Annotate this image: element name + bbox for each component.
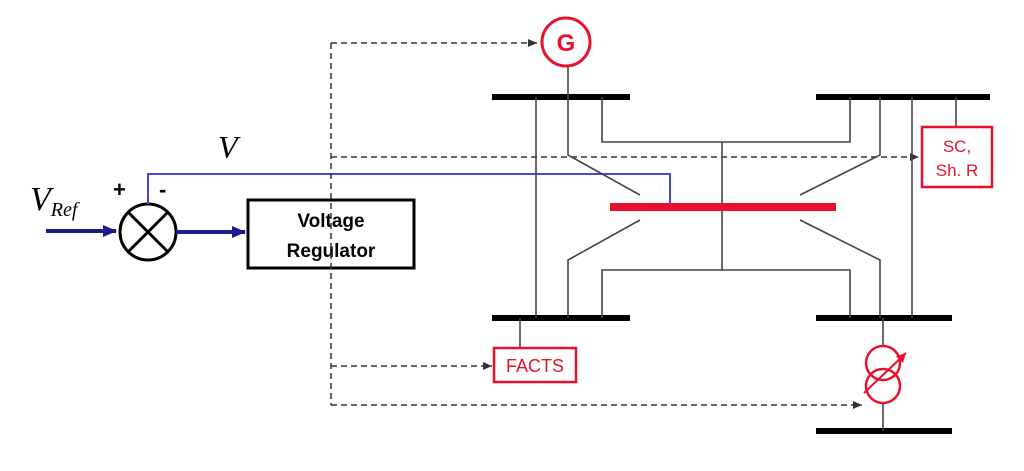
generator-symbol	[540, 16, 592, 68]
vref-label: VRef	[30, 181, 80, 221]
generator-label: G	[557, 30, 576, 57]
regulator-label-line1: Voltage	[297, 211, 364, 232]
minus-sign: -	[159, 177, 166, 202]
facts-label: FACTS	[506, 356, 564, 376]
facts-box	[492, 346, 578, 384]
voltage-feedback-line	[147, 173, 671, 205]
tap-changer-transformer-symbol	[863, 344, 907, 405]
feedback-v-label: V	[218, 129, 241, 165]
network-buses	[492, 94, 990, 434]
shunt-compensation-box	[920, 125, 994, 189]
shunt-label-line2: Sh. R	[936, 161, 979, 180]
regulator-label-line2: Regulator	[287, 241, 376, 262]
plus-sign: +	[113, 177, 126, 202]
network-branches	[519, 66, 957, 431]
control-signal-dashed-lines	[330, 39, 919, 409]
summing-junction	[118, 202, 178, 262]
shunt-label-line1: SC,	[943, 137, 971, 156]
